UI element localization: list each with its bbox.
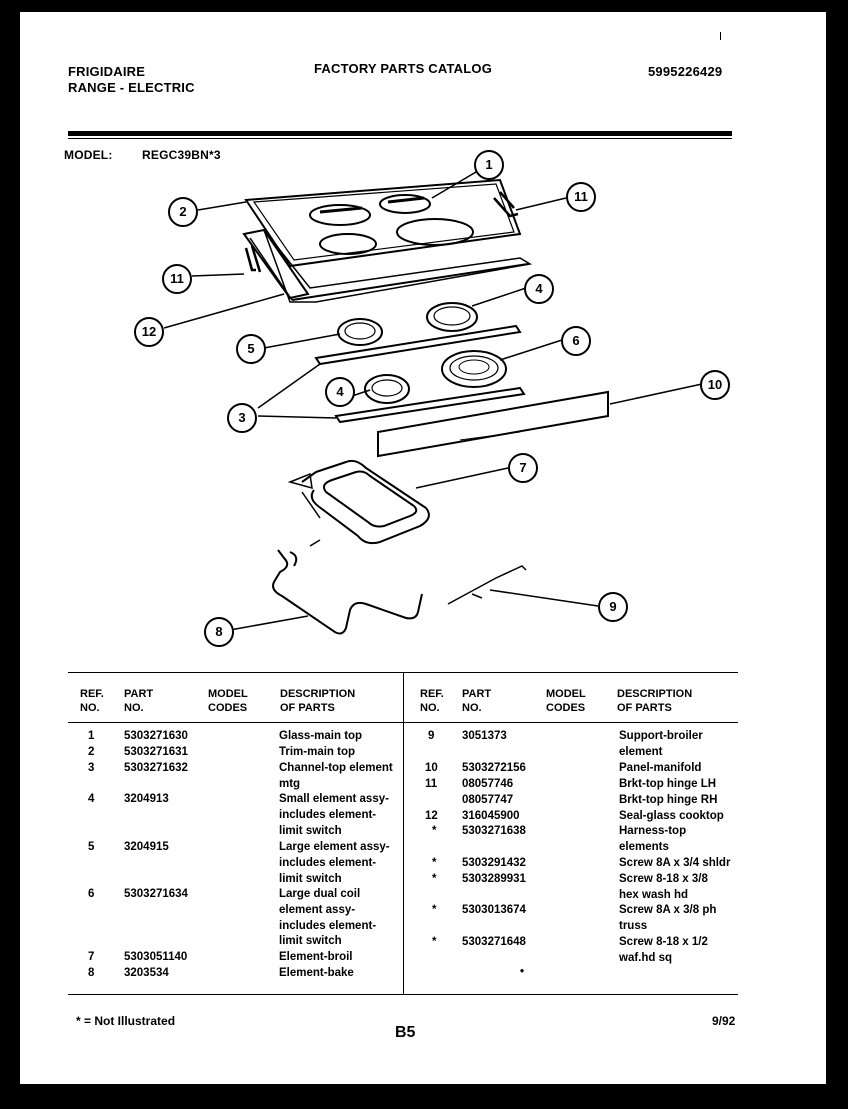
table-row-desc: Element-bake [279,967,354,979]
col-model-right: MODEL CODES [546,688,586,714]
table-row-desc: Channel-top element mtg [279,762,393,790]
table-row-desc: Screw 8A x 3/4 shldr [619,857,731,869]
table-row-part: 3204915 [124,841,169,853]
callout-10: 10 [700,370,730,400]
table-row-desc: Seal-glass cooktop [619,810,724,822]
table-row-part: 5303013674 [462,904,526,916]
table-row-ref: 1 [88,730,95,742]
table-divider [403,672,404,994]
table-row-part: 5303271638 [462,825,526,837]
table-row-desc: Small element assy- includes element- li… [279,793,389,837]
tick-mark [720,32,721,40]
table-row-ref: 5 [88,841,95,853]
table-row-desc: Large element assy- includes element- li… [279,841,390,885]
callout-1: 1 [474,150,504,180]
revision-date: 9/92 [712,1014,736,1028]
table-row-ref: 12 [425,810,438,822]
col-ref-left: REF. NO. [80,688,104,714]
table-row-desc: Element-broil [279,951,353,963]
callout-6: 6 [561,326,591,356]
table-row-desc: Support-broiler element [619,730,703,758]
callout-5: 5 [236,334,266,364]
table-row-ref: * [432,936,437,948]
table-row-ref: * [432,904,437,916]
callout-4-bottom: 4 [325,377,355,407]
callout-2: 2 [168,197,198,227]
col-ref-right: REF. NO. [420,688,444,714]
table-row-part: 5303291432 [462,857,526,869]
table-row-part: 316045900 [462,810,520,822]
table-row-ref: 8 [88,967,95,979]
callout-11-right: 11 [566,182,596,212]
model-label: MODEL: [64,148,113,162]
col-part-left: PART NO. [124,688,154,714]
table-row-desc: Screw 8-18 x 1/2 waf.hd sq [619,936,708,964]
table-row-ref: 6 [88,888,95,900]
table-row-ref: 3 [88,762,95,774]
stray-mark: • [520,966,525,978]
header-rule [68,131,732,136]
table-row-ref: * [432,873,437,885]
table-row-desc: Large dual coil element assy- includes e… [279,888,377,948]
col-desc-right: DESCRIPTION OF PARTS [617,688,693,714]
table-row-part: 5303289931 [462,873,526,885]
table-row-part: 5303271634 [124,888,188,900]
table-row-desc: Brkt-top hinge LH [619,778,717,790]
catalog-title: FACTORY PARTS CATALOG [314,61,493,76]
table-row-desc: Panel-manifold [619,762,702,774]
table-row-part: 3204913 [124,793,169,805]
table-row-ref: 9 [428,730,435,742]
callout-3: 3 [227,403,257,433]
page-number: B5 [395,1024,416,1041]
catalog-page: FRIGIDAIRE RANGE - ELECTRIC FACTORY PART… [20,12,826,1084]
catalog-number: 5995226429 [648,64,723,79]
table-row-part: 08057746 [462,778,514,790]
table-row-part: 5303272156 [462,762,526,774]
table-row-ref: 7 [88,951,95,963]
brand: FRIGIDAIRE [68,64,146,79]
model-value: REGC39BN*3 [142,148,221,162]
table-row-part: 5303271648 [462,936,526,948]
table-row-desc: Screw 8A x 3/8 ph truss [619,904,717,932]
callout-8: 8 [204,617,234,647]
table-row-desc: Brkt-top hinge RH [619,794,718,806]
table-row-part: 08057747 [462,794,514,806]
table-row-ref: 2 [88,746,95,758]
table-row-ref: * [432,825,437,837]
table-bottom-rule [68,994,738,995]
table-row-ref: 11 [425,778,438,790]
category: RANGE - ELECTRIC [68,80,195,95]
table-row-desc: Glass-main top [279,730,363,742]
table-row-part: 5303271631 [124,746,188,758]
table-row-desc: Screw 8-18 x 3/8 hex wash hd [619,873,708,901]
header-rule-thin [68,138,732,139]
table-row-part: 5303271630 [124,730,188,742]
table-row-desc: Harness-top elements [619,825,687,853]
table-row-desc: Trim-main top [279,746,356,758]
callout-4-top: 4 [524,274,554,304]
col-part-right: PART NO. [462,688,492,714]
table-row-part: 3203534 [124,967,169,979]
exploded-parts-diagram [163,171,703,635]
table-row-ref: 4 [88,793,95,805]
table-row-ref: * [432,857,437,869]
table-row-ref: 10 [425,762,438,774]
col-desc-left: DESCRIPTION OF PARTS [280,688,356,714]
callout-11-left: 11 [162,264,192,294]
table-row-part: 3051373 [462,730,507,742]
callout-12: 12 [134,317,164,347]
table-row-part: 5303051140 [124,951,188,963]
col-model-left: MODEL CODES [208,688,248,714]
callout-7: 7 [508,453,538,483]
footnote: * = Not Illustrated [76,1014,176,1028]
table-row-part: 5303271632 [124,762,188,774]
callout-9: 9 [598,592,628,622]
